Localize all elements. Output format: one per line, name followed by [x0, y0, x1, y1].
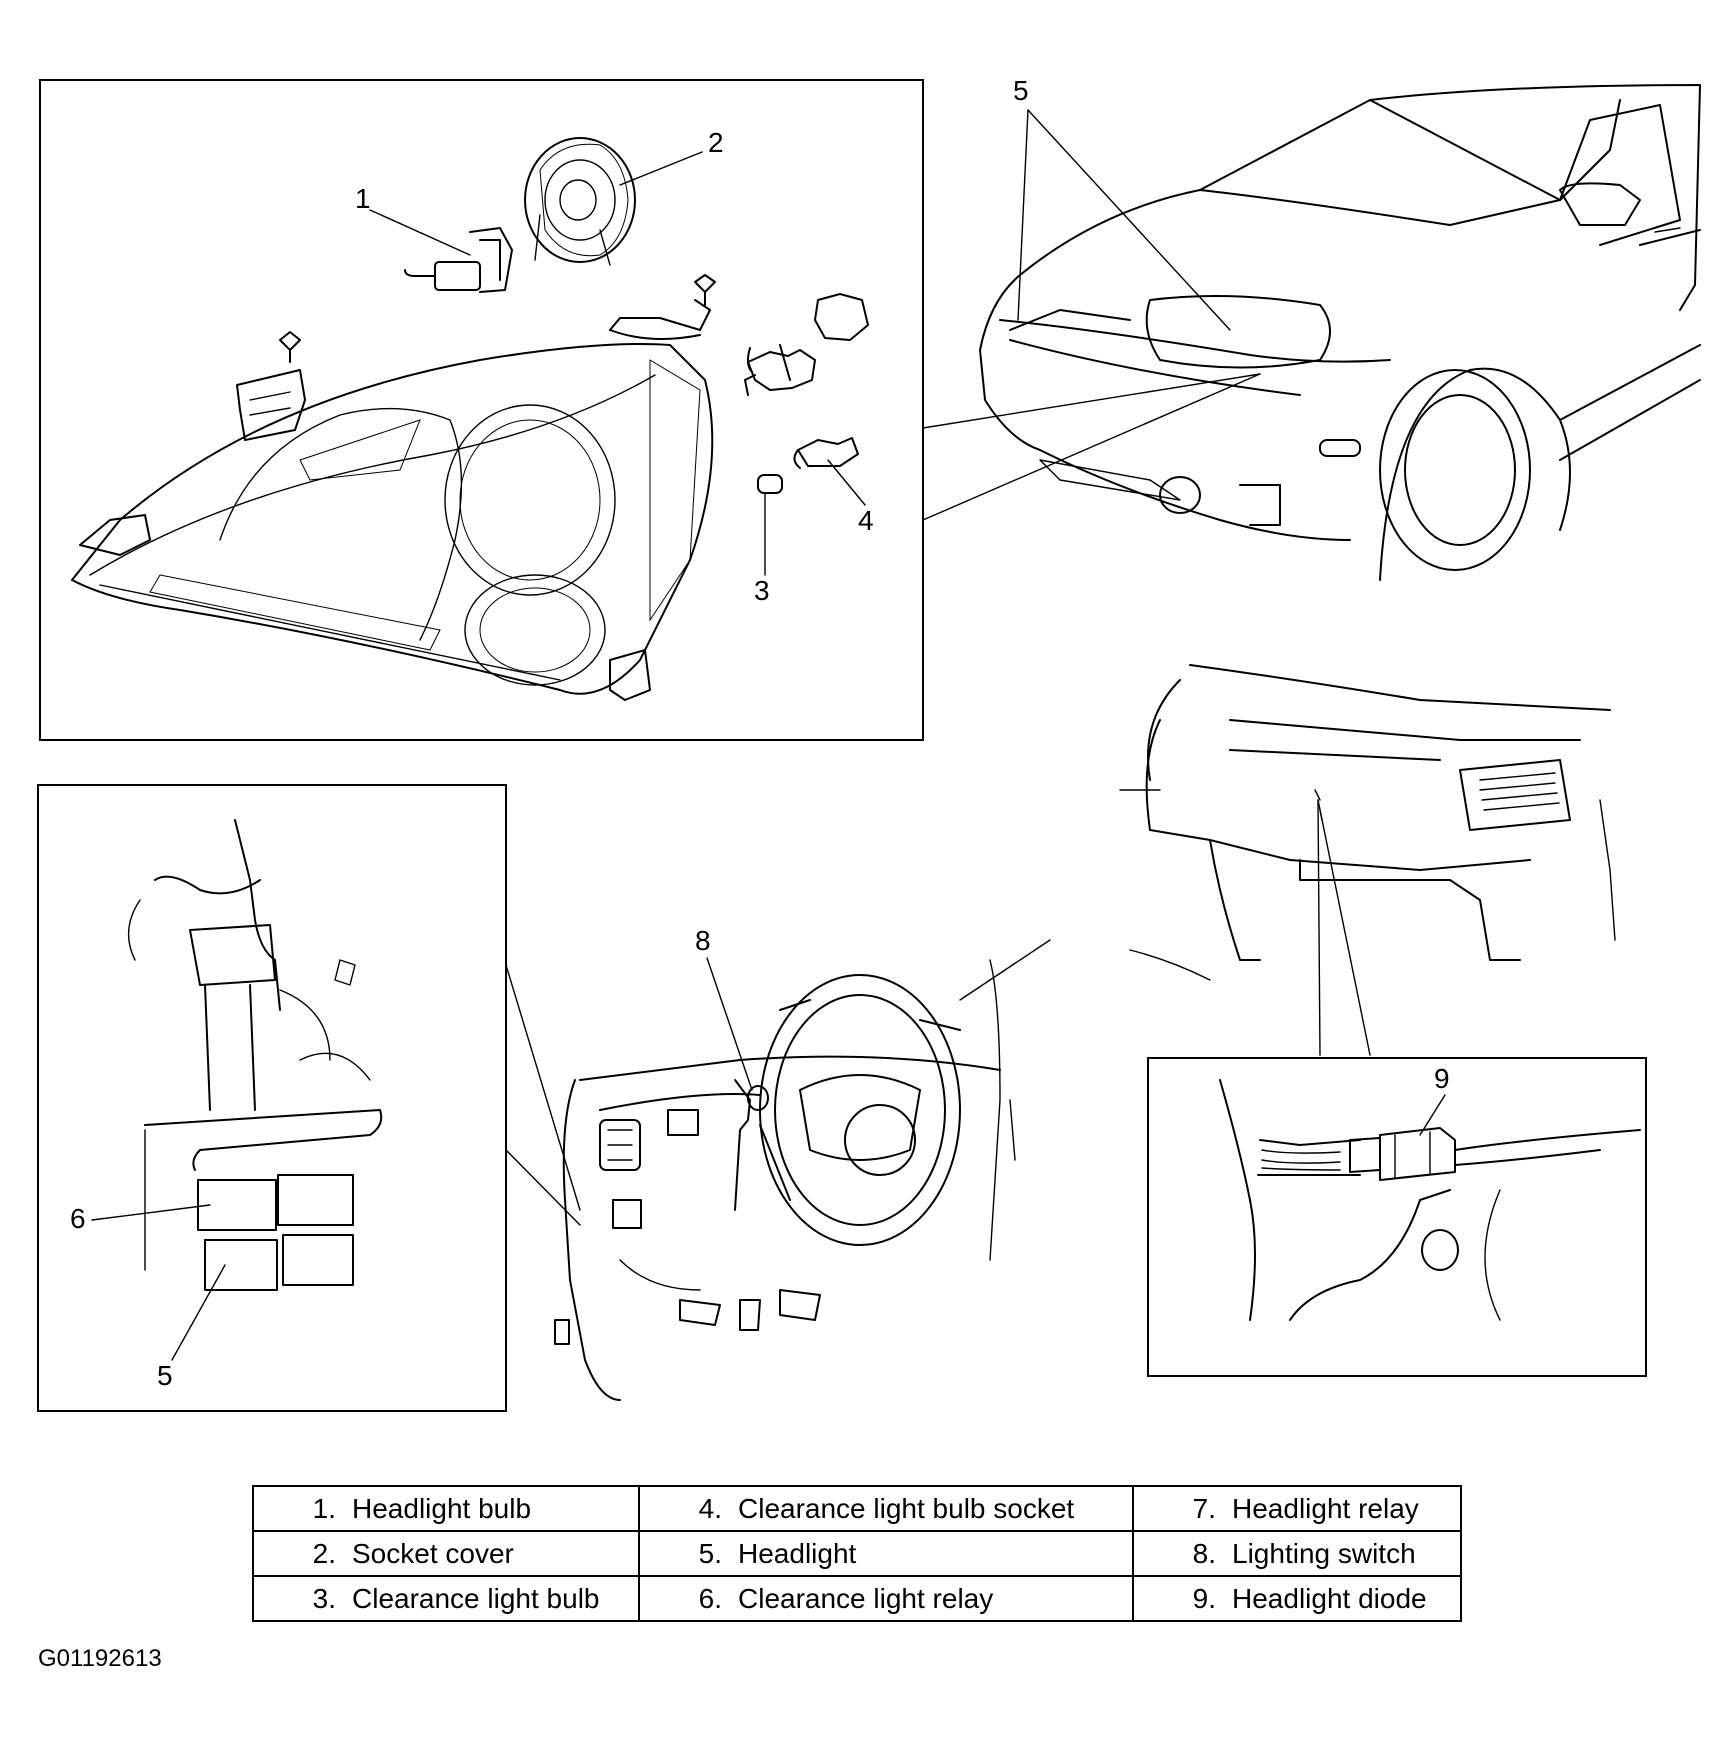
headlight-diode-panel	[1147, 1057, 1647, 1377]
callout-8: 8	[695, 925, 711, 956]
callout-5-relay: 5	[157, 1360, 173, 1391]
dash-upper-drawing	[1119, 664, 1616, 981]
figure-id: G01192613	[38, 1645, 162, 1672]
legend-row: 1.Headlight bulb 4.Clearance light bulb …	[252, 1485, 1462, 1532]
legend-cell: 6.Clearance light relay	[638, 1575, 1134, 1622]
legend-cell: 5.Headlight	[638, 1530, 1134, 1577]
legend-cell: 7.Headlight relay	[1132, 1485, 1462, 1532]
legend-row: 2.Socket cover 5.Headlight 8.Lighting sw…	[252, 1530, 1462, 1577]
legend-cell: 3.Clearance light bulb	[252, 1575, 640, 1622]
headlight-housing-drawing	[71, 274, 716, 701]
callout-6: 6	[70, 1203, 86, 1234]
socket-cover-drawing	[524, 137, 636, 266]
legend-cell: 8.Lighting switch	[1132, 1530, 1462, 1577]
relay-box-panel	[37, 784, 507, 1412]
legend-cell: 4.Clearance light bulb socket	[638, 1485, 1134, 1532]
callout-5-vehicle: 5	[1013, 75, 1029, 106]
callout-1: 1	[355, 183, 371, 214]
headlight-assembly-panel: 1 2 3 4	[39, 79, 1261, 741]
vehicle-front-drawing	[979, 84, 1701, 581]
headlight-bulb-drawing	[404, 227, 513, 293]
legend-cell: 9.Headlight diode	[1132, 1575, 1462, 1622]
callout-9: 9	[1434, 1063, 1450, 1094]
legend-cell: 2.Socket cover	[252, 1530, 640, 1577]
legend-table: 1.Headlight bulb 4.Clearance light bulb …	[252, 1485, 1462, 1622]
callout-3: 3	[754, 575, 770, 606]
legend-cell: 1.Headlight bulb	[252, 1485, 640, 1532]
dashboard-drawing	[554, 939, 1051, 1401]
callout-2: 2	[708, 127, 724, 158]
callout-4: 4	[858, 505, 874, 536]
clearance-socket-drawing	[744, 293, 869, 494]
legend-row: 3.Clearance light bulb 6.Clearance light…	[252, 1575, 1462, 1622]
